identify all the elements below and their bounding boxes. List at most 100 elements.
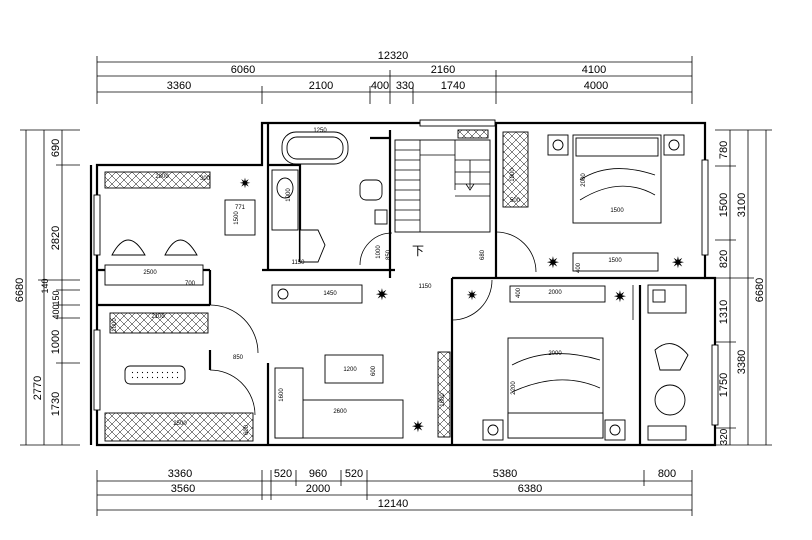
bath-vanity-label: 1000 <box>286 188 292 202</box>
study-chair-label: 300 <box>200 176 211 182</box>
left-bottom-cab-label: 2500 <box>173 421 187 427</box>
left-lower-room: 2100 1000 2500 600 850 <box>104 304 259 442</box>
dim-top-overall: 12320 <box>378 50 409 62</box>
bidet <box>374 209 388 225</box>
bathroom: 1250 1000 1150 1000 <box>271 128 393 266</box>
stair-outline <box>394 139 491 233</box>
dim-top-2b: 2100 <box>309 80 333 92</box>
guest-bed-label: 2000 <box>548 351 562 357</box>
dim-right-upper-total: 3100 <box>736 193 748 217</box>
master-tv-label: 1500 <box>608 258 622 264</box>
bottom-dimension-chain: 3360 520 960 520 5380 800 3560 2000 6380… <box>96 468 693 516</box>
left-bottom-side-label: 600 <box>244 424 250 435</box>
dim-left-140: 140 <box>40 278 50 293</box>
dim-left-150: 150 <box>51 290 61 305</box>
dim-right-320: 320 <box>719 428 730 445</box>
plant-icon: ✷ <box>239 175 251 191</box>
guest-desk <box>647 425 687 441</box>
master-wardrobe <box>502 131 529 208</box>
study-bench <box>104 264 204 286</box>
master-plant-icon-2: ✷ <box>671 255 684 272</box>
dim-left-400: 400 <box>51 304 61 319</box>
hall-plant-icon: ✷ <box>375 287 388 304</box>
dim-bottom-2c: 6380 <box>518 483 542 495</box>
dim-right-1750: 1750 <box>718 373 730 397</box>
dim-bottom-1e: 5380 <box>493 468 517 480</box>
bath-wall-label: 1150 <box>292 260 306 266</box>
dim-top-1b: 2160 <box>431 64 455 76</box>
master-door-swing <box>495 231 537 273</box>
study-desk <box>224 199 256 236</box>
living-table-side-label: 600 <box>371 365 377 376</box>
master-wardrobe-label: 1000 <box>510 168 516 182</box>
dim-bottom-1f: 800 <box>658 468 676 480</box>
dim-right-780: 780 <box>718 141 730 159</box>
living-coffee-table <box>324 354 384 384</box>
living-sofa-chaise <box>274 367 304 439</box>
left-door-swing <box>209 304 259 354</box>
dim-top-2f: 4000 <box>584 80 608 92</box>
guest-round-table <box>654 384 686 416</box>
master-bed-label: 1500 <box>610 208 624 214</box>
dim-top-2e: 1740 <box>441 80 465 92</box>
dim-right-820: 820 <box>718 250 730 268</box>
dim-left-1000: 1000 <box>50 330 62 354</box>
hall-counter <box>271 284 363 304</box>
left-door-swing-2 <box>209 369 256 416</box>
living-tall-cabinet <box>437 351 451 438</box>
study-room: 2800 300 1500 771 2500 700 ✷ <box>104 171 256 287</box>
guest-plant-icon: ✷ <box>466 287 478 303</box>
dim-top-2d: 330 <box>396 80 414 92</box>
dim-top-1c: 4100 <box>582 64 606 76</box>
master-bed-len-label: 2000 <box>581 173 587 187</box>
dim-top-2a: 3360 <box>167 80 191 92</box>
guest-side-label: 400 <box>516 287 522 298</box>
living-tall-label: 1800 <box>440 393 446 407</box>
bath-shower <box>299 229 326 263</box>
bath-door-swing <box>359 232 393 266</box>
dim-left-2820: 2820 <box>50 226 62 250</box>
dim-right-overall: 6680 <box>754 278 766 302</box>
dim-bottom-1c: 960 <box>309 468 327 480</box>
dim-right-1310: 1310 <box>718 300 730 324</box>
guest-bed-len-label: 2200 <box>511 381 517 395</box>
guest-top-cab-label: 2000 <box>548 290 562 296</box>
hall-door2-label: 680 <box>480 249 486 260</box>
guest-door-swing <box>451 279 493 321</box>
master-side-label: 500 <box>510 198 521 204</box>
guest-bedroom: 2000 ✷ 2000 2200 ✷ 400 <box>451 279 689 441</box>
left-dimension-chain: 6680 2770 690 2820 140 150 400 1000 1730 <box>14 129 80 446</box>
dim-left-1730: 1730 <box>50 392 62 416</box>
hall-counter-label: 1450 <box>323 291 337 297</box>
study-armchair-left <box>111 239 146 256</box>
dim-top-1a: 6060 <box>231 64 255 76</box>
windows <box>93 119 719 426</box>
dim-bottom-2a: 3560 <box>171 483 195 495</box>
study-desk-label: 1500 <box>234 211 240 225</box>
bath-toilet-label: 1000 <box>376 245 382 259</box>
study-bench-small-label: 700 <box>185 281 196 287</box>
dim-right-1500: 1500 <box>718 193 730 217</box>
living-plant-icon: ✷ <box>411 419 424 436</box>
toilet <box>359 179 383 201</box>
living-sofa-label: 2600 <box>333 409 347 415</box>
top-dimension-chain: 12320 6060 2160 4100 3360 2100 400 330 1… <box>96 50 693 104</box>
guest-top-cabinet <box>509 285 606 303</box>
study-bench-label: 2500 <box>143 270 157 276</box>
left-cabinet-side-label: 1000 <box>112 318 118 332</box>
dim-bottom-1d: 520 <box>345 468 363 480</box>
stair-down-label: 下 <box>412 244 424 258</box>
staircase: 下 <box>394 129 491 258</box>
hall-door1-label: 850 <box>386 249 392 260</box>
dim-left-690: 690 <box>50 139 62 157</box>
master-tv-cabinet <box>572 252 659 272</box>
stair-treads <box>395 140 490 232</box>
guest-plant-icon-2: ✷ <box>613 289 626 306</box>
study-shelf <box>104 171 211 189</box>
dim-bottom-2b: 2000 <box>306 483 330 495</box>
hall-width-label: 1150 <box>419 284 433 290</box>
dim-left-upper-total: 2770 <box>32 376 44 400</box>
dim-left-overall: 6680 <box>14 278 26 302</box>
right-dimension-chain: 780 1500 820 3100 1310 1750 320 3380 668… <box>715 129 772 446</box>
